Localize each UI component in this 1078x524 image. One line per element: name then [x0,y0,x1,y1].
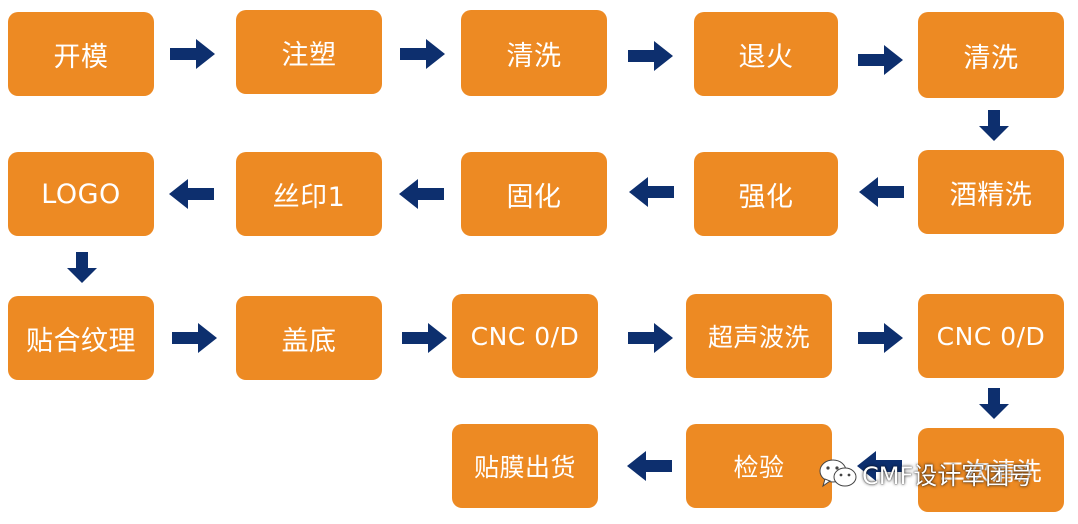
arrow-right-icon [628,40,674,72]
step-label: CNC 0/D [470,321,580,351]
watermark: CMF设计军团号 [818,456,1033,491]
arrow-left-icon [858,176,904,208]
arrow-left-icon [398,178,444,210]
step-silkscreen-1: 丝印1 [236,152,382,236]
arrow-left-icon [168,178,214,210]
step-label: 退火 [738,41,794,73]
arrow-right-icon [170,38,216,70]
step-label: 开模 [53,41,109,73]
step-label: 丝印1 [272,181,346,213]
arrow-right-icon [172,322,218,354]
step-label: LOGO [41,178,121,210]
step-label: CNC 0/D [936,321,1046,351]
step-label: 清洗 [506,40,562,72]
step-label: 检验 [733,453,785,482]
arrow-left-icon [628,176,674,208]
step-open-mold: 开模 [8,12,154,96]
step-clean-2: 清洗 [918,12,1064,98]
step-ultrasonic-wash: 超声波洗 [686,294,832,378]
arrow-right-icon [628,322,674,354]
watermark-text: CMF设计军团号 [862,462,1034,490]
arrow-left-icon [626,450,672,482]
step-second-clean: 二次清洗 [918,428,1064,512]
step-label: 二次清洗 [939,457,1042,486]
step-label: 贴膜出货 [473,453,576,482]
step-cnc-od-1: CNC 0/D [452,294,598,378]
arrow-down-icon [978,110,1010,142]
arrow-down-icon [978,388,1010,420]
wechat-icon [819,459,857,487]
step-label: 注塑 [281,39,337,71]
step-clean-1: 清洗 [461,10,607,96]
arrow-right-icon [858,44,904,76]
arrow-right-icon [858,322,904,354]
step-cover-base: 盖底 [236,296,382,380]
step-label: 强化 [738,181,794,213]
step-anneal: 退火 [694,12,838,96]
step-inspection: 检验 [686,424,832,508]
arrow-right-icon [402,322,448,354]
step-label: 超声波洗 [707,323,810,352]
step-logo: LOGO [8,152,154,236]
arrow-down-icon [66,252,98,284]
step-cure: 固化 [461,152,607,236]
arrow-right-icon [400,38,446,70]
step-label: 贴合纹理 [26,325,136,357]
step-injection: 注塑 [236,10,382,94]
step-strengthen: 强化 [694,152,838,236]
step-film-ship: 贴膜出货 [452,424,598,508]
step-label: 盖底 [281,325,337,357]
step-label: 固化 [506,181,562,213]
step-label: 清洗 [963,42,1019,74]
step-cnc-od-2: CNC 0/D [918,294,1064,378]
step-label: 酒精洗 [949,179,1033,211]
step-alcohol-wash: 酒精洗 [918,150,1064,234]
step-laminate-texture: 贴合纹理 [8,296,154,380]
arrow-left-icon [856,450,902,482]
